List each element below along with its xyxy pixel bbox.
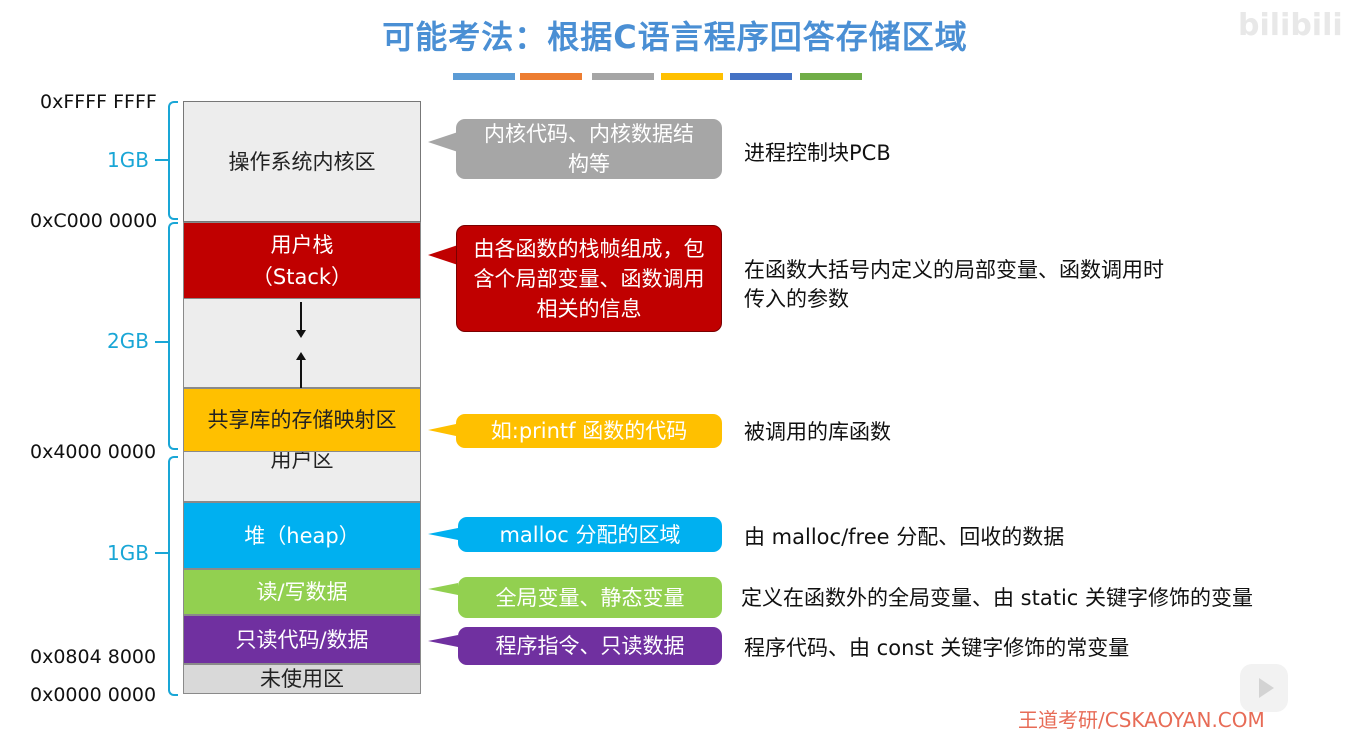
desc-heap: 由 malloc/free 分配、回收的数据 [744,525,1065,549]
callout-heap: malloc 分配的区域 [458,517,722,552]
accent-bar-2 [520,73,582,80]
desc-shared: 被调用的库函数 [744,420,891,444]
callout-stack-pointer [428,245,458,265]
segment-kernel: 操作系统内核区 [183,101,421,222]
segment-stack-label: 用户栈 [270,232,334,257]
callout-shared: 如:printf 函数的代码 [456,414,722,448]
segment-shared-label: 共享库的存储映射区 [207,407,397,432]
callout-ro: 程序指令、只读数据 [458,627,722,665]
accent-bar-5 [730,73,792,80]
bracket-kernel [168,101,178,220]
play-icon-glyph [1259,678,1274,698]
segment-user-label: 用户区 [270,448,334,472]
callout-ro-text: 程序指令、只读数据 [495,634,685,658]
segment-stack-sublabel: （Stack） [251,264,353,289]
callout-rw: 全局变量、静态变量 [458,577,722,618]
address-shared-base: 0x4000 0000 [30,441,157,463]
segment-unused-label: 未使用区 [260,667,344,691]
bilibili-watermark: bilibili [1238,8,1343,43]
desc-stack-line2: 传入的参数 [744,287,849,311]
segment-user: 用户区 [183,448,421,502]
desc-stack-line1: 在函数大括号内定义的局部变量、函数调用时 [744,258,1164,282]
bracket-stack-tick [155,341,169,343]
segment-kernel-label: 操作系统内核区 [228,149,376,174]
accent-bar-3 [592,73,654,80]
segment-ro: 只读代码/数据 [183,615,421,664]
callout-heap-pointer [428,528,458,540]
callout-shared-text: 如:printf 函数的代码 [490,419,688,443]
segment-ro-label: 只读代码/数据 [235,627,369,652]
accent-bar-4 [661,73,723,80]
size-kernel: 1GB [107,148,149,172]
bracket-kernel-tick [155,159,169,161]
callout-kernel: 内核代码、内核数据结构等 [456,119,722,179]
play-icon [1240,664,1288,712]
callout-shared-pointer [428,424,456,436]
accent-bar-6 [800,73,862,80]
callout-stack: 由各函数的栈帧组成，包含个局部变量、函数调用相关的信息 [456,225,722,332]
size-stack-region: 2GB [107,329,149,353]
bracket-lower [168,456,178,696]
callout-rw-pointer [428,583,458,595]
address-kernel-base: 0xC000 0000 [30,210,158,232]
segment-heap: 堆（heap） [183,502,421,569]
accent-bar-1 [453,73,515,80]
segment-gap [183,298,421,388]
footer-watermark: 王道考研/CSKAOYAN.COM [1018,708,1265,732]
shared-grow-up-arrow [300,358,302,388]
desc-rw: 定义在函数外的全局变量、由 static 关键字修饰的变量 [741,586,1254,610]
address-code-base: 0x0804 8000 [30,646,157,668]
callout-rw-text: 全局变量、静态变量 [495,585,685,610]
stack-grow-down-arrowhead [296,330,306,338]
size-lower: 1GB [107,541,149,565]
segment-stack: 用户栈 （Stack） [183,222,421,299]
desc-kernel: 进程控制块PCB [744,141,891,165]
callout-ro-pointer [428,635,458,647]
segment-unused: 未使用区 [183,664,421,694]
address-zero: 0x0000 0000 [30,684,157,706]
callout-heap-text: malloc 分配的区域 [499,522,681,547]
segment-rw-label: 读/写数据 [256,580,348,604]
desc-ro: 程序代码、由 const 关键字修饰的常变量 [744,636,1130,660]
callout-kernel-pointer [428,132,458,152]
segment-shared: 共享库的存储映射区 [183,388,421,452]
page-title: 可能考法：根据C语言程序回答存储区域 [382,18,968,56]
stack-grow-down-arrow [300,302,302,332]
callout-stack-text: 由各函数的栈帧组成，包含个局部变量、函数调用相关的信息 [473,236,705,321]
bracket-lower-tick [155,552,169,554]
segment-heap-label: 堆（heap） [244,523,360,548]
bracket-stack [168,222,178,450]
address-top: 0xFFFF FFFF [40,91,157,113]
shared-grow-up-arrowhead [296,352,306,360]
segment-rw: 读/写数据 [183,569,421,615]
callout-kernel-text: 内核代码、内核数据结构等 [484,122,694,176]
